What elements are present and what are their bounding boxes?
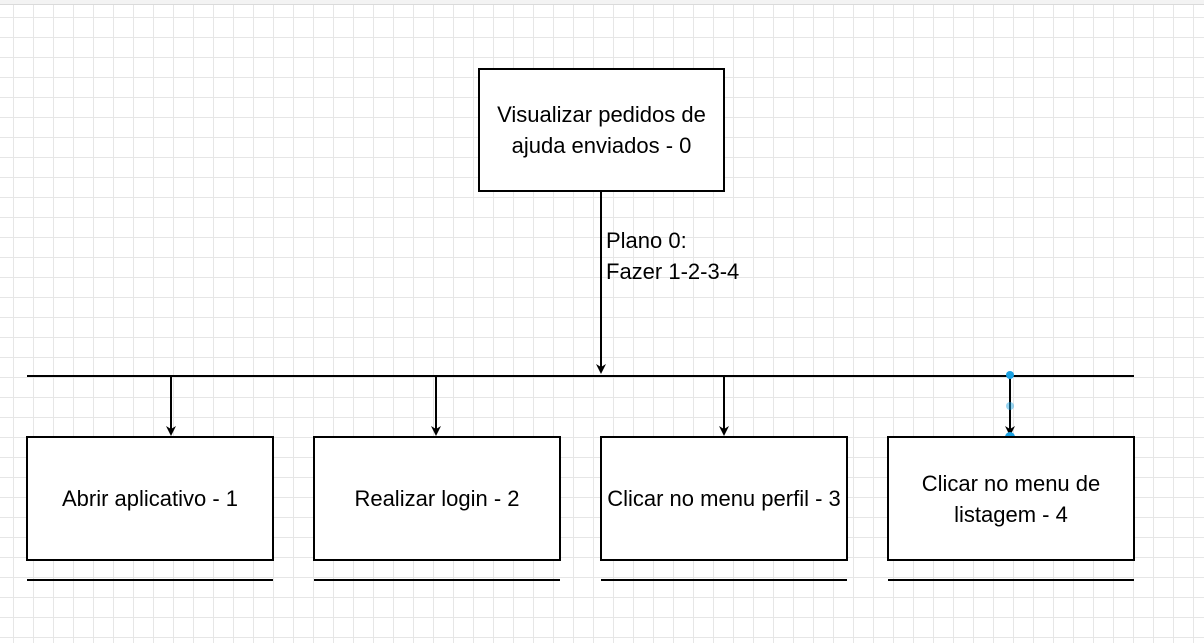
- subtask-box-3[interactable]: Clicar no menu perfil - 3: [600, 436, 848, 561]
- subtask-label-3: Clicar no menu perfil - 3: [607, 486, 841, 511]
- subtask-box-1[interactable]: Abrir aplicativo - 1: [26, 436, 274, 561]
- plan-label[interactable]: Plano 0: Fazer 1-2-3-4: [606, 225, 739, 287]
- connector-start-handle[interactable]: [1006, 371, 1014, 379]
- subtask-box-4[interactable]: Clicar no menu de listagem - 4: [887, 436, 1135, 561]
- connector-mid-handle[interactable]: [1006, 402, 1014, 410]
- subtask-label-1: Abrir aplicativo - 1: [61, 486, 239, 511]
- subtask-label-2: Realizar login - 2: [354, 486, 520, 511]
- subtask-label-4: Clicar no menu de listagem - 4: [921, 470, 1101, 527]
- subtask-box-2[interactable]: Realizar login - 2: [313, 436, 561, 561]
- root-task-label: Visualizar pedidos de ajuda enviados - 0: [497, 102, 706, 158]
- root-task-box[interactable]: Visualizar pedidos de ajuda enviados - 0: [478, 68, 725, 192]
- canvas-top-edge: [0, 0, 1204, 5]
- plan-label-line2: Fazer 1-2-3-4: [606, 259, 740, 284]
- plan-label-line1: Plano 0:: [606, 228, 687, 253]
